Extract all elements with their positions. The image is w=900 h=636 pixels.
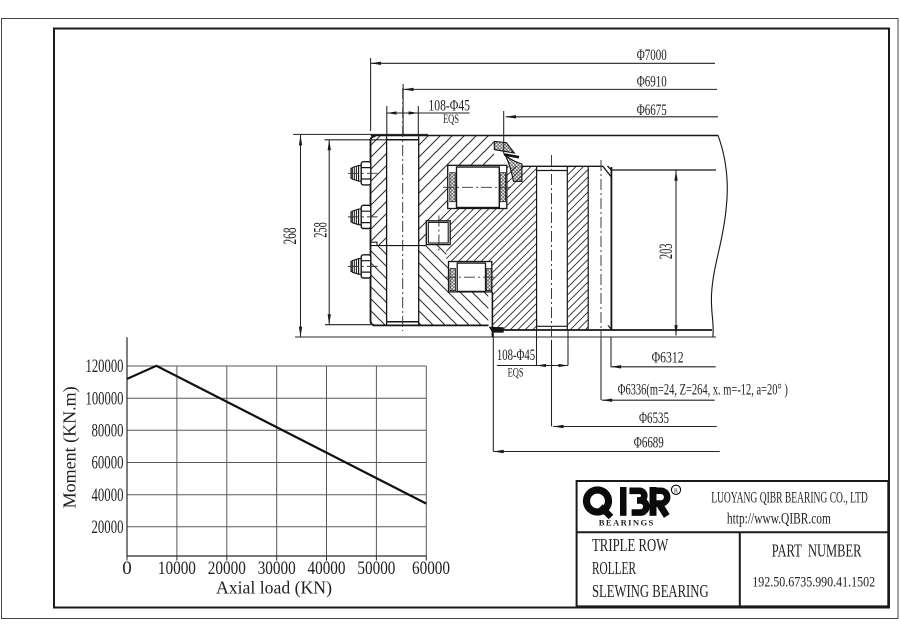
svg-text:268: 268 xyxy=(280,228,301,245)
svg-text:Φ6675: Φ6675 xyxy=(637,102,667,119)
svg-text:Φ6910: Φ6910 xyxy=(637,74,667,91)
svg-text:Φ6535: Φ6535 xyxy=(639,410,669,427)
svg-text:R: R xyxy=(674,488,679,495)
svg-text:Φ7000: Φ7000 xyxy=(637,47,667,64)
svg-text:258: 258 xyxy=(310,222,331,238)
svg-text:Φ6336(m=24, Z=264, x. m=-12, a: Φ6336(m=24, Z=264, x. m=-12, a=20° ) xyxy=(618,382,788,399)
svg-text:Moment (KN.m): Moment (KN.m) xyxy=(60,386,80,508)
svg-text:80000: 80000 xyxy=(92,421,124,442)
svg-text:BEARINGS: BEARINGS xyxy=(599,517,654,527)
svg-text:10000: 10000 xyxy=(158,558,196,579)
svg-text:LUOYANG QIBR BEARING CO., LTD: LUOYANG QIBR BEARING CO., LTD xyxy=(711,489,868,506)
svg-text:SLEWING BEARING: SLEWING BEARING xyxy=(592,581,709,601)
svg-text:TRIPLE ROW: TRIPLE ROW xyxy=(592,535,668,555)
svg-text:Axial load (KN): Axial load (KN) xyxy=(216,578,332,598)
svg-text:30000: 30000 xyxy=(258,558,296,579)
svg-text:20000: 20000 xyxy=(208,558,246,579)
svg-text:Φ6312: Φ6312 xyxy=(652,349,684,366)
svg-text:http://www.QIBR.com: http://www.QIBR.com xyxy=(727,511,831,528)
svg-text:EQS: EQS xyxy=(508,364,524,379)
svg-text:108-Φ45: 108-Φ45 xyxy=(428,98,470,115)
svg-text:0: 0 xyxy=(122,558,132,579)
svg-text:203: 203 xyxy=(656,244,677,260)
svg-text:ROLLER: ROLLER xyxy=(592,558,636,578)
svg-text:40000: 40000 xyxy=(308,558,346,579)
svg-text:Φ6689: Φ6689 xyxy=(634,435,664,452)
svg-text:50000: 50000 xyxy=(357,558,395,579)
svg-text:100000: 100000 xyxy=(86,388,124,409)
svg-text:192.50.6735.990.41.1502: 192.50.6735.990.41.1502 xyxy=(752,575,875,591)
svg-text:120000: 120000 xyxy=(86,356,124,377)
svg-text:PART NUMBER: PART NUMBER xyxy=(772,541,862,561)
svg-text:60000: 60000 xyxy=(92,453,124,474)
svg-text:108-Φ45: 108-Φ45 xyxy=(497,347,535,364)
svg-text:20000: 20000 xyxy=(92,517,124,538)
svg-text:40000: 40000 xyxy=(92,485,124,506)
svg-text:EQS: EQS xyxy=(443,111,459,126)
svg-text:60000: 60000 xyxy=(412,558,450,579)
